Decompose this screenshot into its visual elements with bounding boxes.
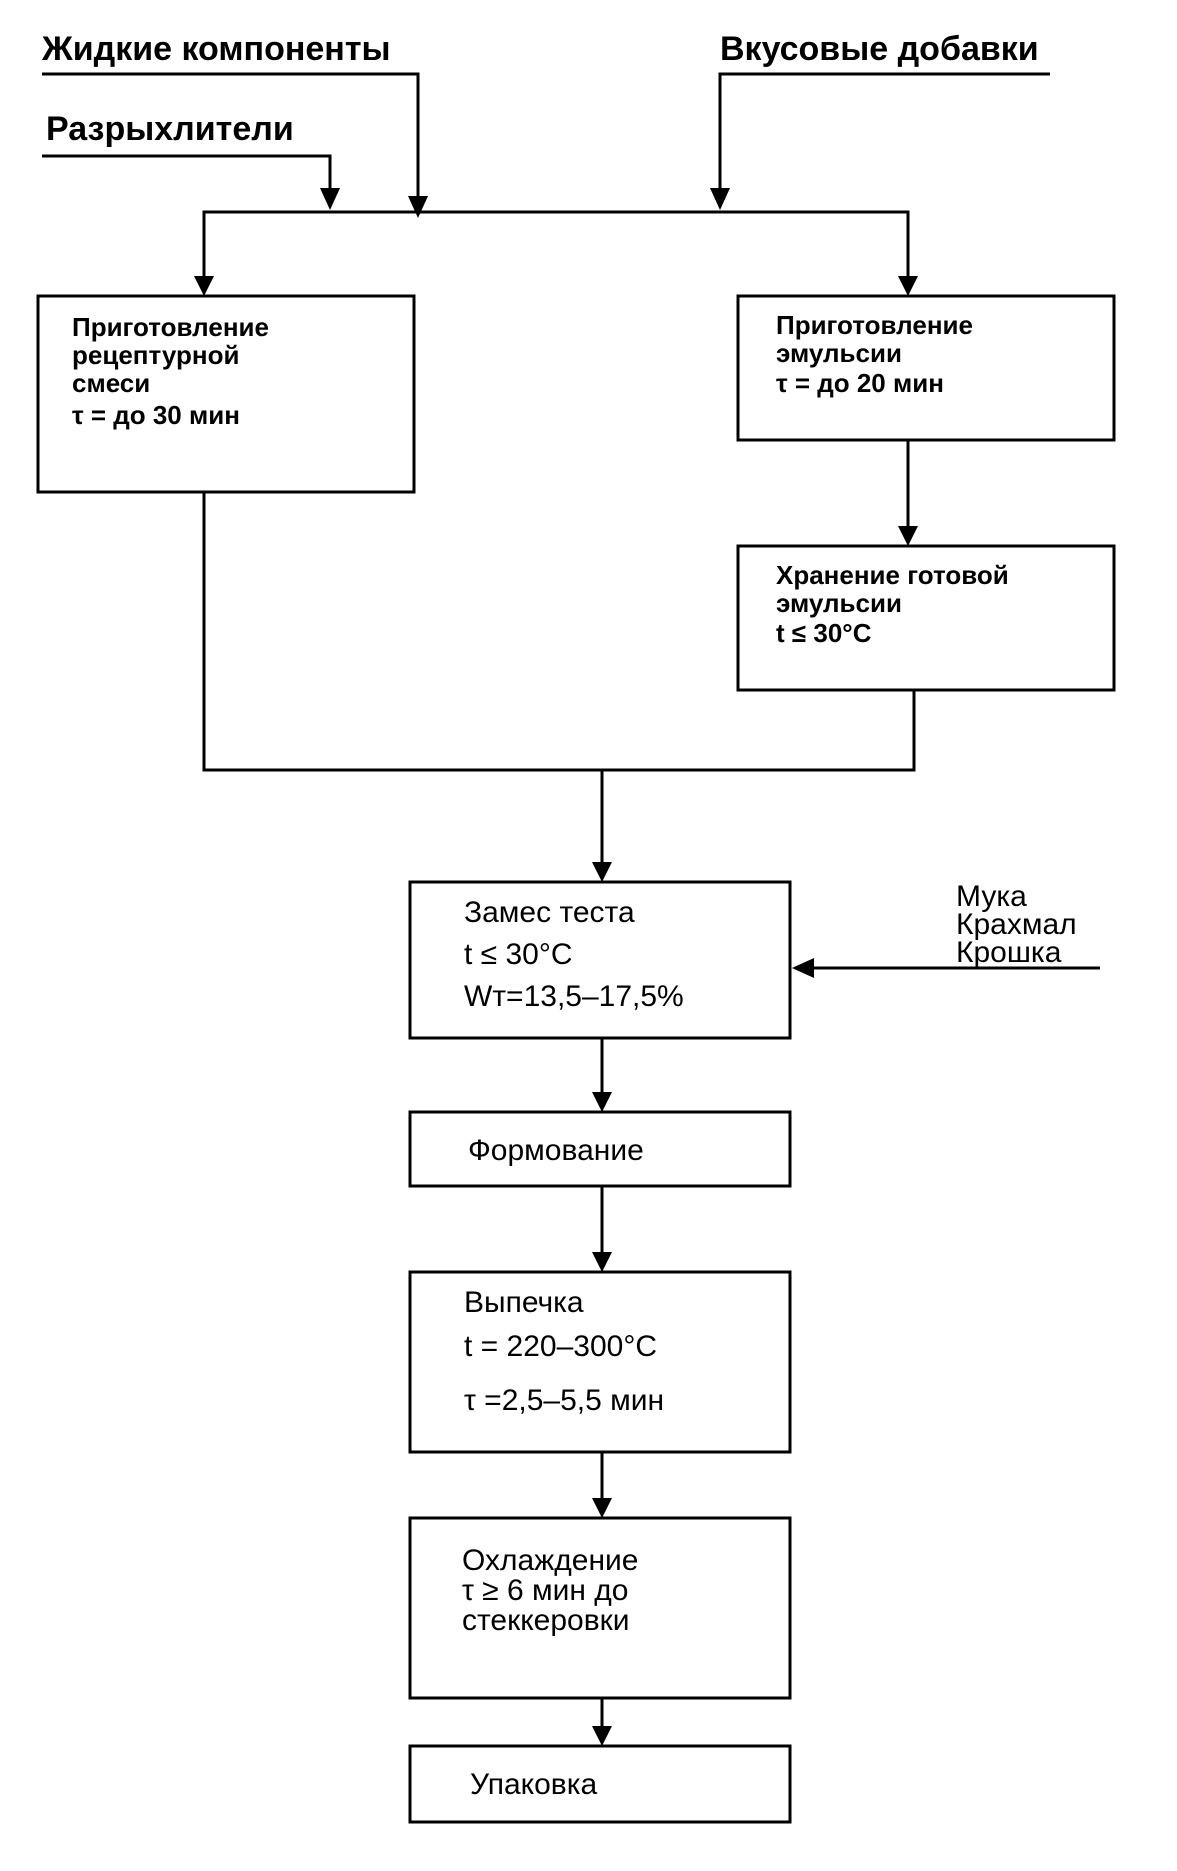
step-packing-box [408, 1744, 792, 1824]
arrow-to-baking [592, 1252, 612, 1272]
connector-leavening [42, 154, 332, 198]
input-crumbs: Крошка [956, 936, 1062, 969]
arrow-leavening [320, 188, 340, 210]
arrow-to-kneading [592, 862, 612, 882]
input-flavor-additives: Вкусовые добавки [720, 30, 1039, 68]
arrow-to-forming [592, 1092, 612, 1112]
step-emulsion-storage-box [736, 544, 1116, 692]
step-emulsion-line1: Приготовление [776, 310, 973, 340]
step-emulsion-box [736, 294, 1116, 442]
step-emulsion-storage-line3: t ≤ 30°C [776, 618, 872, 648]
arrow-flour-to-kneading [792, 958, 814, 978]
step-kneading-line1: Замес теста [464, 896, 635, 929]
step-baking-line2: t = 220–300°С [464, 1330, 657, 1363]
arrow-to-emulsion-storage [898, 526, 918, 546]
step-packing-label: Упаковка [470, 1768, 598, 1801]
arrow-to-cooling [592, 1498, 612, 1518]
step-cooling-line3: стеккеровки [462, 1604, 630, 1637]
connector-liquid [42, 72, 420, 208]
connector-flavor [718, 72, 1050, 198]
step-recipe-mix-line1: Приготовление [72, 312, 269, 342]
step-recipe-mix-line3: смеси [72, 368, 150, 398]
step-recipe-mix-box [36, 294, 416, 494]
step-emulsion-storage-line2: эмульсии [776, 588, 902, 618]
arrow-flavor [710, 188, 730, 210]
step-cooling-line2: τ ≥ 6 мин до [462, 1574, 628, 1607]
input-starch: Крахмал [956, 908, 1077, 941]
connector-merge-bus [202, 492, 916, 772]
step-forming-box [408, 1110, 792, 1188]
step-forming-label: Формование [468, 1134, 644, 1167]
step-baking-line1: Выпечка [464, 1286, 584, 1319]
step-cooling-box [408, 1516, 792, 1700]
step-kneading-box [408, 880, 792, 1040]
input-flour: Мука [956, 880, 1027, 913]
arrow-liquid [408, 196, 428, 218]
step-emulsion-storage-line1: Хранение готовой [776, 560, 1009, 590]
step-kneading-line3: Wт=13,5–17,5% [464, 980, 684, 1013]
connector-top-bus [202, 210, 910, 284]
arrow-to-emulsion [898, 276, 918, 296]
arrow-to-packing [592, 1726, 612, 1746]
step-emulsion-line3: τ = до 20 мин [776, 368, 944, 398]
step-kneading-line2: t ≤ 30°C [464, 938, 573, 971]
step-baking-line3: τ =2,5–5,5 мин [464, 1384, 664, 1417]
input-liquid-components: Жидкие компоненты [41, 30, 391, 68]
step-recipe-mix-line2: рецептурной [72, 340, 239, 370]
step-cooling-line1: Охлаждение [462, 1544, 638, 1577]
input-leavening-agents: Разрыхлители [46, 110, 294, 148]
step-baking-box [408, 1270, 792, 1454]
step-recipe-mix-line4: τ = до 30 мин [72, 400, 240, 430]
arrow-to-recipe-mix [194, 276, 214, 296]
step-emulsion-line2: эмульсии [776, 338, 902, 368]
